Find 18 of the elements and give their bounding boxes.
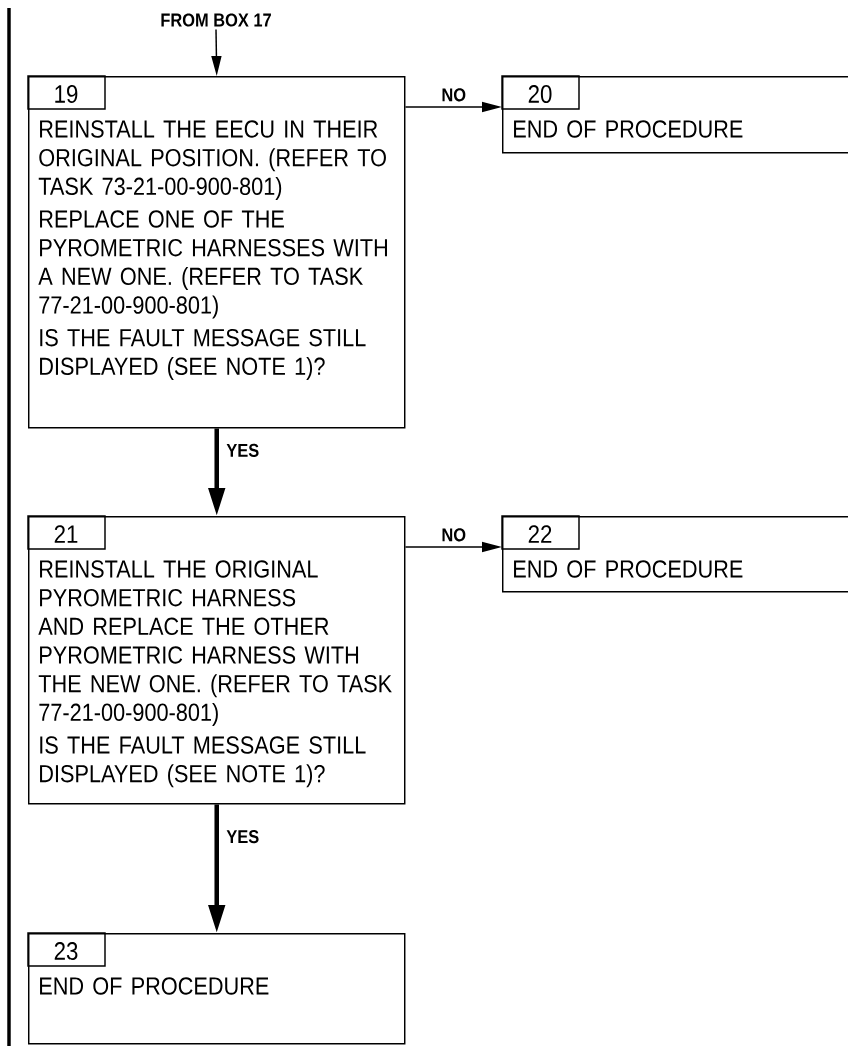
step-text: REPLACE ONE OF THE PYROMETRIC HARNESSES WITH A NEW ONE. (REFER TO TASK 77-21-00-900-801) [38, 210, 387, 319]
process-box: 20 END OF PROCEDURE [501, 75, 848, 154]
step-text: IS THE FAULT MESSAGE STILL DISPLAYED (SEE NOTE 1)? [40, 736, 366, 788]
process-box: 22 END OF PROCEDURE [501, 515, 848, 593]
process-box: 23 END OF PROCEDURE [27, 932, 406, 1045]
process-box: 19 REINSTALL THE EECU IN THEIR ORIGINAL POSITION. (REFER TO TASK 73-21-00-900-801) REPLACE ONE OF THE PYROMETRIC HARNESSES WITH A NEW ONE. (REFER TO TASK 77-21-00-900-801) IS THE FAULT MESSAGE STILL DISPLAYED (SEE NOTE 1)? [27, 75, 406, 429]
step-text: END OF PROCEDURE [514, 120, 743, 138]
step-text: END OF PROCEDURE [514, 560, 743, 578]
edge-label: YES [225, 828, 261, 845]
step-text: IS THE FAULT MESSAGE STILL DISPLAYED (SEE NOTE 1)? [40, 328, 366, 380]
process-box: 21 REINSTALL THE ORIGINAL PYROMETRIC HARNESS AND REPLACE THE OTHER PYROMETRIC HARNESS WITH THE NEW ONE. (REFER TO TASK 77-21-00-900-801) IS THE FAULT MESSAGE STILL DISPLAYED (SEE NOTE 1)? [27, 515, 406, 805]
edge-label: NO [440, 86, 468, 103]
edge-label: NO [440, 526, 468, 543]
step-text: REINSTALL THE ORIGINAL PYROMETRIC HARNESS AND REPLACE THE OTHER PYROMETRIC HARNESS WITH THE NEW ONE. (REFER TO TASK 77-21-00-900-801) [38, 560, 392, 726]
source-label: FROM BOX 17 [161, 13, 271, 27]
edge-label: YES [225, 442, 261, 459]
step-text: REINSTALL THE EECU IN THEIR ORIGINAL POSITION. (REFER TO TASK 73-21-00-900-801) [38, 120, 386, 200]
step-text: END OF PROCEDURE [40, 977, 269, 995]
